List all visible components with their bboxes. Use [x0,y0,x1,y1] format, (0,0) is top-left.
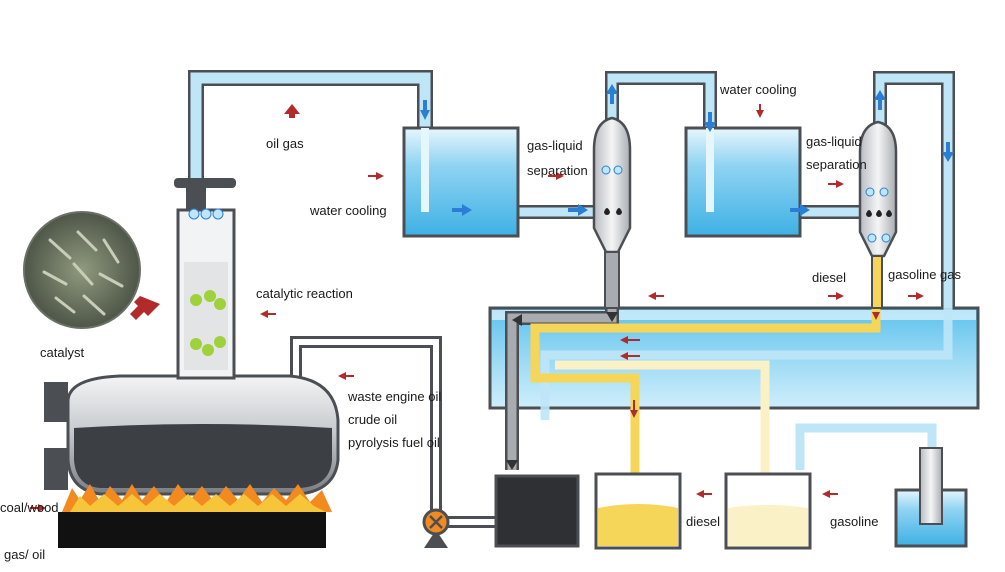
gas-wash-vessel [894,447,968,548]
label-gasoline-gas: gasoline gas [888,267,961,282]
red-arrow-icon [696,490,712,498]
coal-bed [58,512,326,548]
water-cooling-tank-2 [684,126,802,238]
blue-arrow-icon [942,142,954,162]
catalyst-pellets-icon [23,211,141,329]
heavy-oil-tank [494,474,580,548]
red-arrow-icon [872,312,880,320]
label-coal-wood: coal/wood [0,500,59,515]
blue-arrow-icon [452,204,472,216]
red-arrow-icon [828,292,844,300]
dark-arrow-icon [506,460,518,470]
label-water-cooling-1: water cooling [310,203,387,218]
label-separation-1: separation [527,163,588,178]
label-crude-oil: crude oil [348,412,398,427]
gasoline-tank [724,472,812,550]
label-gas-oil: gas/ oil [4,547,46,562]
red-arrow-icon [548,172,564,180]
valve-pump-icon[interactable] [422,508,450,548]
red-arrow-icon [130,296,160,320]
label-diesel-bottom: diesel [686,514,720,529]
diesel-tank [594,472,682,550]
gas-liquid-separator-2 [858,120,898,309]
red-arrow-icon [630,400,638,418]
fire-icon [62,484,332,512]
red-arrow-icon [338,372,354,380]
dark-arrow-icon [606,312,618,322]
label-separation-2: separation [806,157,867,172]
blue-arrow-icon [606,84,618,104]
red-arrow-icon [284,104,300,118]
red-arrow-icon [620,336,640,344]
blue-arrow-icon [420,100,430,120]
label-water-cooling-2: water cooling [720,82,797,97]
blue-arrow-icon [568,204,588,216]
blue-arrow-icon [874,90,886,110]
label-gasoline-bottom: gasoline [830,514,879,529]
red-arrow-icon [368,172,384,180]
red-arrow-icon [30,504,46,512]
dark-arrow-icon [512,314,522,326]
red-arrow-icon [822,490,838,498]
red-arrow-icon [620,352,640,360]
red-arrow-icon [648,292,664,300]
red-arrow-icon [908,292,924,300]
water-cooling-tank-1 [402,126,520,238]
label-catalyst: catalyst [40,345,85,360]
label-diesel-top: diesel [812,270,846,285]
label-gas-liquid-1: gas-liquid [527,138,583,153]
blue-arrow-icon [790,204,810,216]
label-pyrolysis-fuel-oil: pyrolysis fuel oil [348,435,440,450]
red-arrow-icon [756,104,764,118]
label-oil-gas: oil gas [266,136,304,151]
label-waste-engine-oil: waste engine oil [348,389,442,404]
label-catalytic-reaction: catalytic reaction [256,286,353,301]
pyrolysis-reactor [44,178,340,496]
red-arrow-icon [260,310,276,318]
gas-liquid-separator-1 [592,116,632,309]
red-arrow-icon [828,180,844,188]
label-gas-liquid-2: gas-liquid [806,134,862,149]
blue-arrow-icon [704,112,716,132]
